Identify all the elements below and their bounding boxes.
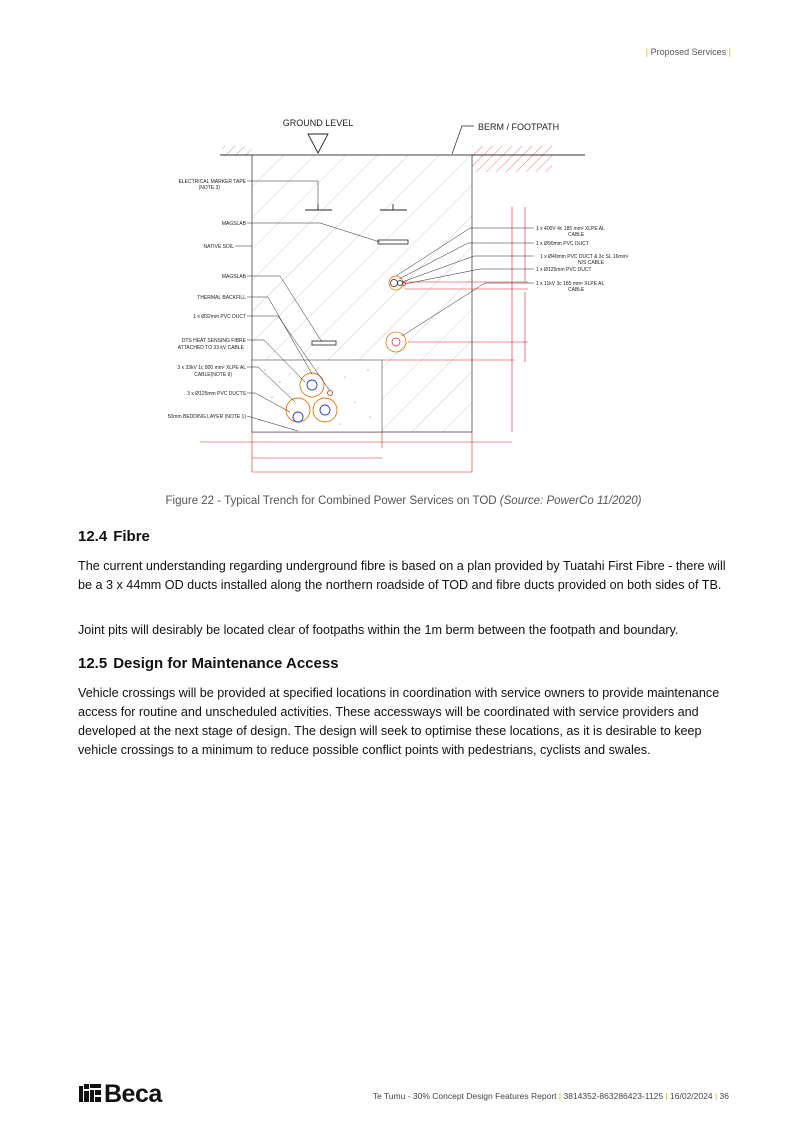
trench-drawing: GROUND LEVEL BERM / FOOTPATH bbox=[140, 112, 640, 484]
magslab-lower bbox=[311, 340, 337, 346]
beca-logo-wordmark: Beca bbox=[104, 1080, 162, 1108]
header-section-text: Proposed Services bbox=[650, 47, 727, 57]
ground-level-triangle bbox=[307, 133, 329, 154]
footer-date: 16/02/2024 bbox=[670, 1091, 713, 1101]
label-thermal-backfill: THERMAL BACKFILL bbox=[197, 295, 246, 301]
caption-source: (Source: PowerCo 11/2020) bbox=[499, 495, 642, 507]
label-400v-cable-2: CABLE bbox=[568, 232, 585, 238]
header-divider: | bbox=[726, 47, 731, 57]
figure-caption: Figure 22 - Typical Trench for Combined … bbox=[0, 495, 807, 507]
section-title: Design for Maintenance Access bbox=[113, 655, 339, 672]
marker-tape bbox=[305, 204, 407, 211]
right-label-group: 1 x 400V 4c 185 mm² XLPE AL CABLE 1 x Ø9… bbox=[536, 226, 629, 293]
magslab-upper bbox=[377, 239, 409, 245]
header-section-label: | Proposed Services | bbox=[646, 47, 731, 57]
label-33kv-cable: 3 x 33kV 1c 800 mm² XLPE AL bbox=[177, 365, 246, 371]
footer-divider: | bbox=[665, 1091, 671, 1101]
label-125mm-duct: 1 x Ø125mm PVC DUCT bbox=[536, 267, 592, 273]
left-label-group: ELECTRICAL MARKER TAPE (NOTE 3) MAGSLAB … bbox=[168, 179, 247, 420]
ground-level-label: GROUND LEVEL bbox=[283, 118, 354, 128]
right-leaders bbox=[395, 227, 534, 337]
label-40mm-duct: 1 x Ø40mm PVC DUCT & 3c SL 16mm² bbox=[540, 254, 629, 260]
label-11kv-cable: 1 x 11kV 3c 185 mm² XLPE AL bbox=[536, 281, 604, 287]
label-400v-cable: 1 x 400V 4c 185 mm² XLPE AL bbox=[536, 226, 605, 232]
section-number: 12.4 bbox=[78, 528, 108, 545]
label-33kv-cable-note: CABLE(NOTE 9) bbox=[194, 372, 232, 378]
header-divider: | bbox=[645, 47, 651, 57]
label-marker-tape-note: (NOTE 3) bbox=[199, 185, 221, 191]
section-title: Fibre bbox=[113, 528, 150, 545]
berm-label: BERM / FOOTPATH bbox=[478, 122, 559, 132]
fibre-paragraph-1: The current understanding regarding unde… bbox=[78, 559, 726, 592]
footer-divider: | bbox=[714, 1091, 720, 1101]
caption-text: Figure 22 - Typical Trench for Combined … bbox=[165, 495, 500, 507]
section-heading-maintenance: 12.5 Design for Maintenance Access bbox=[78, 655, 339, 672]
label-32mm-duct: 1 x Ø32mm PVC DUCT bbox=[193, 314, 246, 320]
section-heading-fibre: 12.4 Fibre bbox=[78, 528, 150, 545]
trench-drawing-svg: GROUND LEVEL BERM / FOOTPATH bbox=[168, 118, 629, 473]
left-leaders bbox=[235, 180, 381, 432]
hv-33kv-ducts bbox=[285, 372, 338, 423]
beca-logo: Beca bbox=[79, 1080, 162, 1108]
ground-hatch-left bbox=[222, 146, 252, 156]
dimension-lines bbox=[200, 207, 528, 473]
footer-divider: | bbox=[558, 1091, 564, 1101]
label-native-soil: NATIVE SOIL bbox=[204, 244, 235, 250]
label-magslab-upper: MAGSLAB bbox=[222, 221, 247, 227]
hv-11kv-duct bbox=[385, 331, 407, 353]
footer-doc-title: Te Tumu - 30% Concept Design Features Re… bbox=[372, 1091, 557, 1101]
label-marker-tape: ELECTRICAL MARKER TAPE bbox=[179, 179, 247, 185]
footer-document-info: Te Tumu - 30% Concept Design Features Re… bbox=[373, 1091, 729, 1101]
beca-logo-mark bbox=[79, 1084, 101, 1104]
ground-hatch-right bbox=[472, 146, 552, 172]
berm-leader bbox=[451, 125, 474, 155]
label-125mm-ducts: 3 x Ø125mm PVC DUCTS bbox=[187, 391, 247, 397]
fibre-paragraph-2: Joint pits will desirably be located cle… bbox=[78, 623, 679, 637]
footer-page-number: 36 bbox=[719, 1091, 729, 1101]
label-11kv-cable-2: CABLE bbox=[568, 287, 585, 293]
backfill-speckle bbox=[259, 367, 371, 425]
footer-doc-number: 3814352-863286423-1125 bbox=[563, 1091, 664, 1101]
label-dts-fibre-2: ATTACHED TO 33 kV CABLE bbox=[178, 345, 245, 351]
label-bedding-layer: 50mm BEDDING LAYER (NOTE 1) bbox=[168, 414, 247, 420]
section-number: 12.5 bbox=[78, 655, 108, 672]
label-magslab-lower: MAGSLAB bbox=[222, 274, 247, 280]
label-40mm-duct-2: N/S CABLE bbox=[578, 260, 605, 266]
maintenance-paragraph: Vehicle crossings will be provided at sp… bbox=[78, 686, 720, 757]
label-dts-fibre: DTS HEAT SENSING FIBRE bbox=[182, 338, 247, 344]
label-90mm-duct: 1 x Ø90mm PVC DUCT bbox=[536, 241, 589, 247]
hv-11kv-cable bbox=[391, 337, 401, 347]
